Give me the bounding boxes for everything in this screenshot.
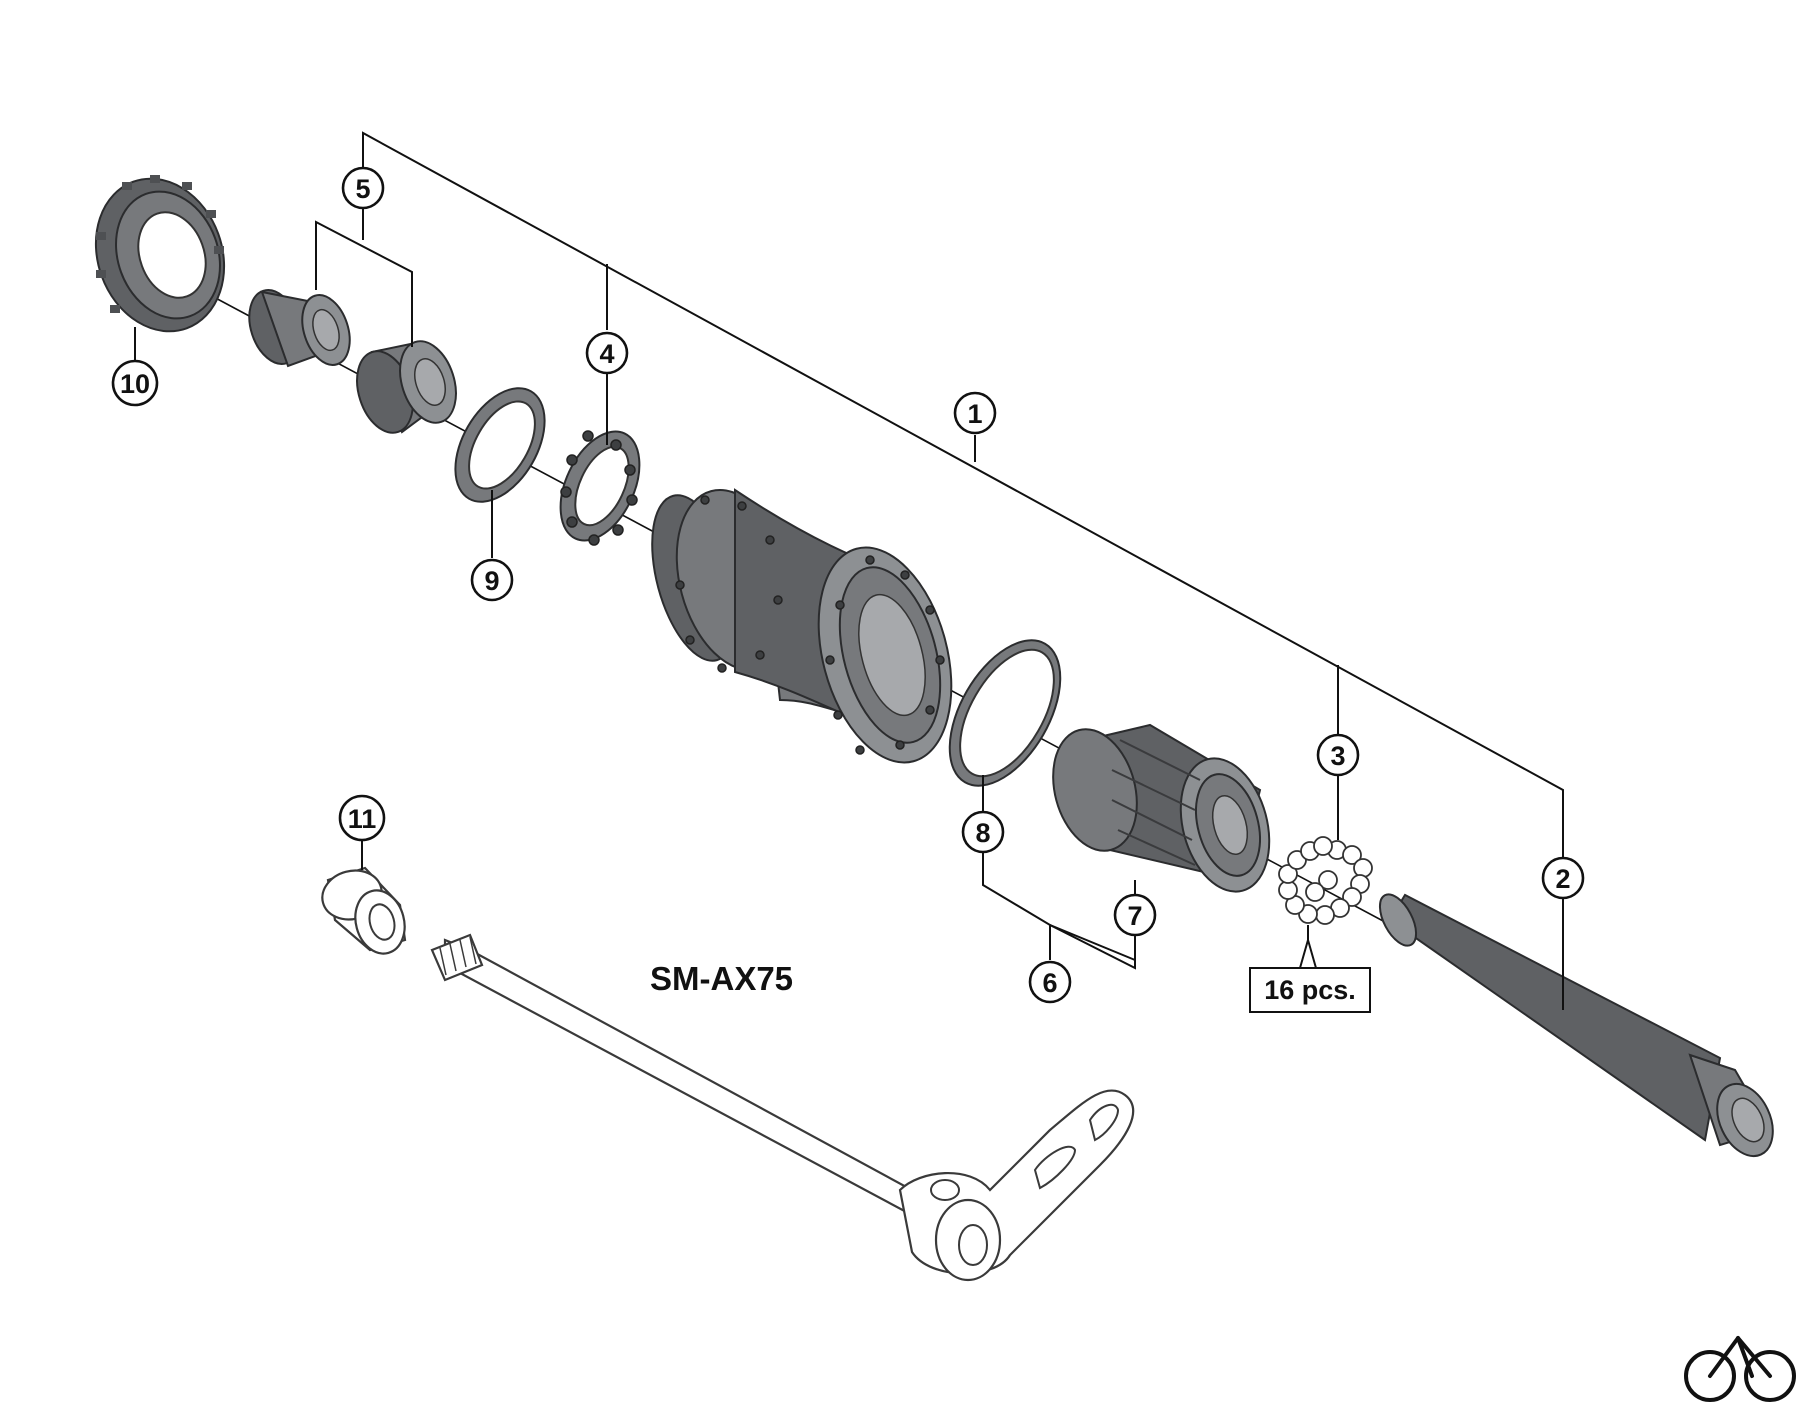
callout-7: 7 — [1113, 893, 1157, 937]
callout-4-label: 4 — [599, 339, 614, 369]
quantity-note-box: 16 pcs. — [1249, 967, 1371, 1013]
callout-8: 8 — [961, 810, 1005, 854]
callout-1: 1 — [953, 391, 997, 435]
callout-3: 3 — [1316, 733, 1360, 777]
part-4-ball-retainer — [559, 430, 641, 546]
callout-11: 11 — [338, 794, 386, 842]
part-7-freehub-body — [1052, 723, 1271, 893]
part-5-bearing-cup — [356, 340, 457, 434]
leader-lines — [134, 131, 1564, 1010]
callout-10-label: 10 — [120, 369, 150, 399]
callout-5-label: 5 — [355, 174, 370, 204]
callout-4: 4 — [585, 331, 629, 375]
part-11-axle-nut — [321, 866, 407, 955]
part-9-washer — [454, 387, 546, 503]
callout-11-label: 11 — [348, 804, 377, 834]
quantity-note-text: 16 pcs. — [1264, 975, 1356, 1005]
callout-6: 6 — [1028, 960, 1072, 1004]
callout-9-label: 9 — [484, 566, 499, 596]
callout-6-label: 6 — [1042, 968, 1057, 998]
callout-2-label: 2 — [1555, 864, 1570, 894]
callout-5: 5 — [341, 166, 385, 210]
part-5-cone — [248, 289, 351, 368]
part-2-axle — [1378, 893, 1774, 1158]
model-label: SM-AX75 — [650, 960, 793, 997]
callout-10: 10 — [111, 359, 159, 407]
callout-2: 2 — [1541, 856, 1585, 900]
callout-8-label: 8 — [975, 818, 990, 848]
bicycle-icon — [1684, 1336, 1796, 1402]
callout-1-label: 1 — [967, 399, 982, 429]
quick-release-skewer — [430, 933, 1135, 1282]
part-10-lock-ring — [94, 175, 226, 333]
part-8-spacer-ring — [948, 639, 1062, 787]
part-3-bearing-balls — [1278, 836, 1373, 925]
callout-7-label: 7 — [1127, 901, 1142, 931]
hub-body — [651, 488, 953, 764]
callout-3-label: 3 — [1330, 741, 1345, 771]
callout-9: 9 — [470, 558, 514, 602]
